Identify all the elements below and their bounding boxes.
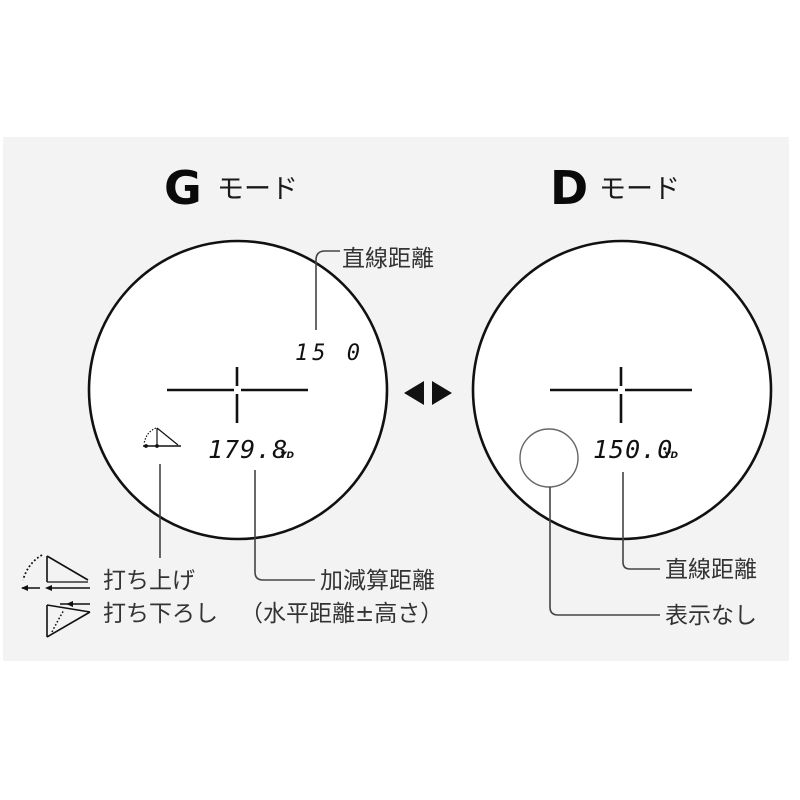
g-adjusted-distance-note: （水平距離±高さ） — [240, 601, 443, 627]
d-mode-scope-view: 150.0 YD — [471, 239, 773, 541]
g-straight-distance-label: 直線距離 — [342, 246, 434, 272]
mode-switch-arrows-icon — [404, 381, 452, 405]
uphill-shot-icon — [21, 554, 90, 591]
crosshair-icon — [167, 367, 308, 423]
d-mode-letter: D — [550, 161, 588, 215]
g-mode-scope-view: 15 0 179.8 YD — [87, 239, 389, 541]
g-mode-suffix: モード — [217, 174, 298, 205]
downhill-shot-label: 打ち下ろし — [103, 601, 218, 627]
d-straight-distance-label: 直線距離 — [665, 557, 757, 583]
d-mode-title: D モード — [550, 161, 680, 215]
g-mode-letter: G — [164, 161, 202, 215]
g-unit-label: YD — [280, 451, 295, 461]
d-straight-distance-readout: 150.0 — [593, 435, 673, 464]
g-leader-lines — [159, 250, 340, 581]
d-scope-circle — [471, 239, 773, 541]
empty-indicator-circle-icon — [519, 428, 579, 488]
d-mode-suffix: モード — [599, 174, 680, 205]
crosshair-icon — [550, 367, 692, 423]
d-unit-label: YD — [664, 451, 679, 461]
slope-icon — [143, 427, 181, 448]
g-adjusted-distance-label: 加減算距離 — [320, 568, 435, 594]
uphill-shot-label: 打ち上げ — [103, 568, 195, 594]
d-leader-lines — [549, 472, 660, 616]
g-adjusted-distance-readout: 179.8 — [208, 435, 288, 464]
g-scope-circle — [87, 239, 389, 541]
g-mode-title: G モード — [164, 161, 298, 215]
d-no-display-label: 表示なし — [665, 603, 757, 629]
g-straight-distance-readout: 15 0 — [295, 341, 364, 366]
downhill-shot-icon — [46, 601, 91, 638]
